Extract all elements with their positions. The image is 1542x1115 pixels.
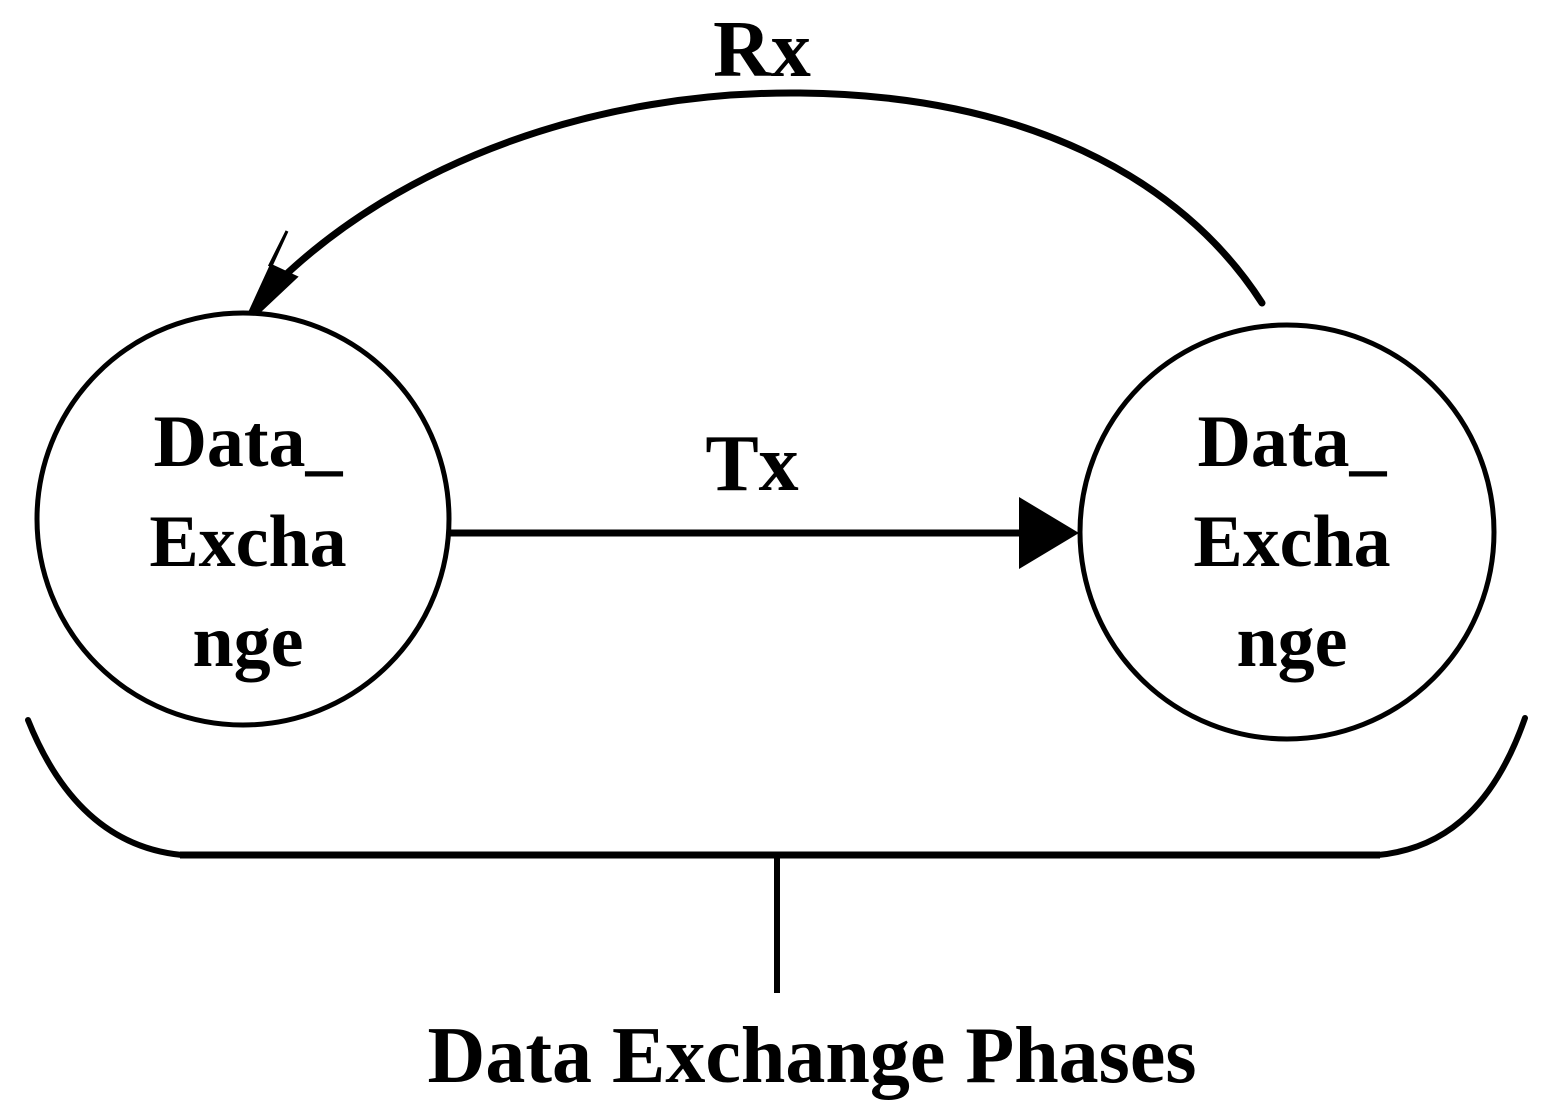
- phases-brace: [25, 715, 1528, 993]
- tx-edge-label: Tx: [705, 420, 798, 508]
- left-state-label-line-3: nge: [193, 601, 304, 683]
- rx-arrowhead-icon: [241, 230, 299, 329]
- rx-edge-path: [268, 89, 1266, 307]
- tx-arrowhead-icon: [1019, 497, 1079, 569]
- rx-edge: [241, 89, 1266, 329]
- left-state-circle: [34, 310, 452, 728]
- right-state-label-line-1: Data_: [1197, 401, 1387, 483]
- brace-right-curve: [1375, 715, 1528, 858]
- brace-left-curve: [25, 717, 185, 858]
- right-state-node[interactable]: Data_ Excha nge: [1077, 322, 1497, 742]
- right-state-circle: [1077, 322, 1497, 742]
- brace-label: Data Exchange Phases: [428, 1012, 1197, 1100]
- right-state-label-line-2: Excha: [1193, 501, 1390, 583]
- rx-edge-label: Rx: [713, 6, 811, 94]
- left-state-node[interactable]: Data_ Excha nge: [34, 310, 452, 728]
- left-state-label-line-2: Excha: [149, 501, 346, 583]
- right-state-label-line-3: nge: [1237, 601, 1348, 683]
- left-state-label-line-1: Data_: [153, 401, 343, 483]
- tx-edge: [449, 497, 1079, 569]
